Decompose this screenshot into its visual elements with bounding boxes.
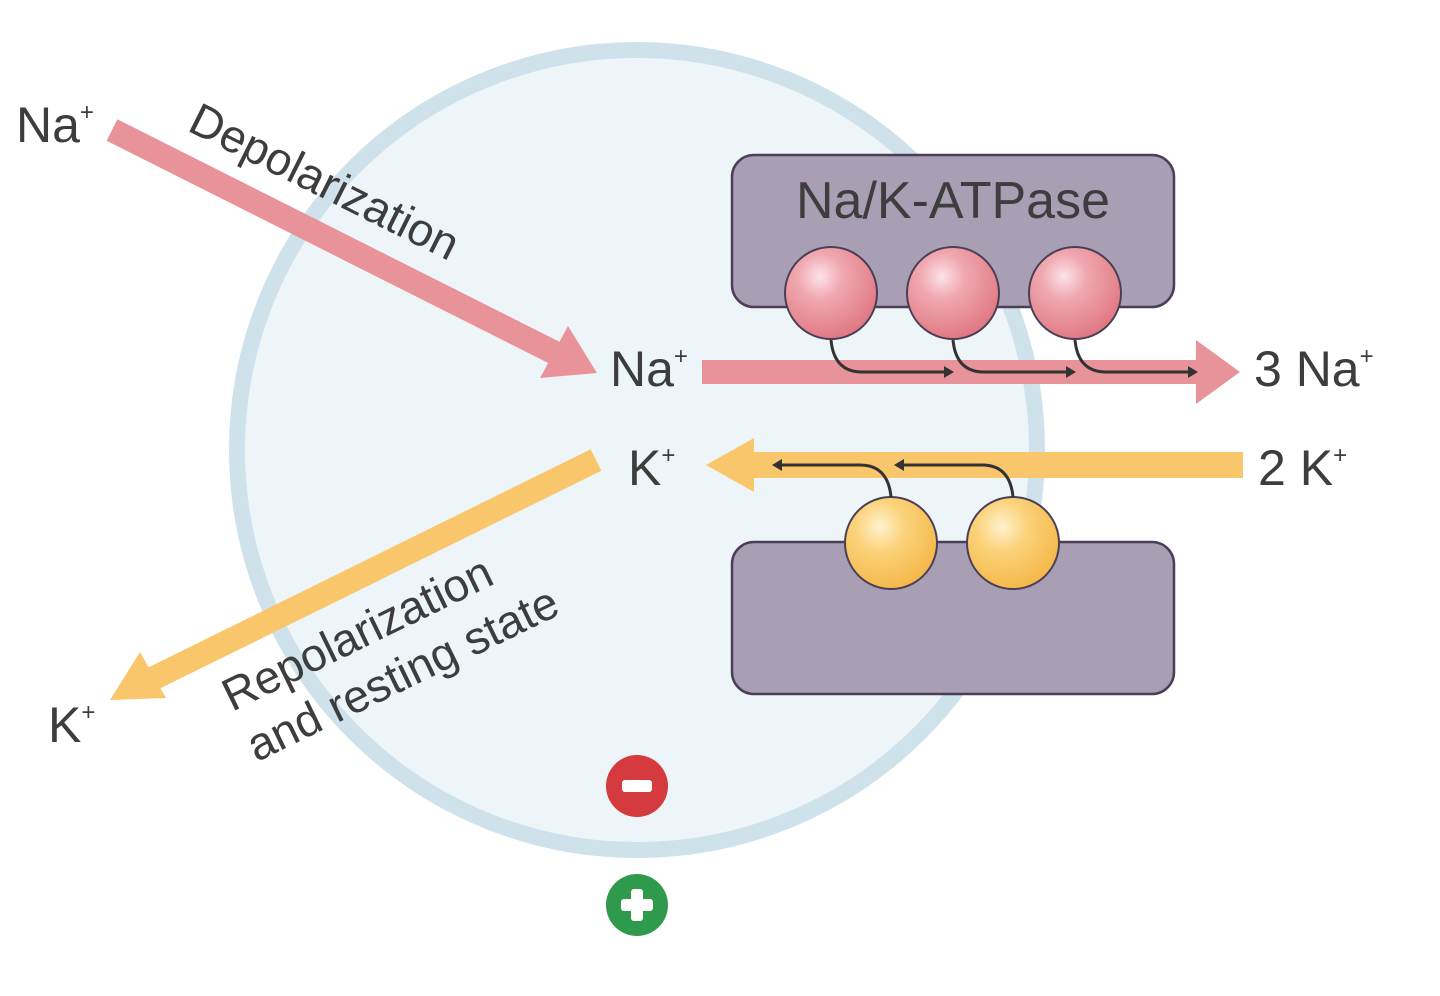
minus-circle-icon <box>606 755 668 817</box>
potassium-pumped-in-label: 2 K+ <box>1258 440 1347 496</box>
potassium-transport-arrows <box>772 459 1015 498</box>
potassium-ion-sphere <box>844 496 938 590</box>
sodium-ion-sphere <box>906 246 1000 340</box>
sodium-transport-arrows <box>829 339 1198 378</box>
potassium-ion-sphere <box>966 496 1060 590</box>
repolarization-arrow <box>110 449 602 700</box>
sodium-pumped-out-label: 3 Na+ <box>1254 341 1374 397</box>
depolarization-arrow <box>106 119 597 378</box>
sodium-ion-sphere <box>784 246 878 340</box>
pump-bottom-block <box>730 540 1176 696</box>
potassium-inside-label: K+ <box>628 440 675 496</box>
pump-label: Na/K-ATPase <box>796 172 1110 230</box>
sodium-outside-label: Na+ <box>16 97 94 153</box>
sodium-inside-label: Na+ <box>610 341 688 397</box>
potassium-outside-label: K+ <box>48 697 95 753</box>
sodium-ion-sphere <box>1028 246 1122 340</box>
plus-circle-icon <box>606 874 668 936</box>
potassium-influx-arrow <box>706 438 1243 492</box>
